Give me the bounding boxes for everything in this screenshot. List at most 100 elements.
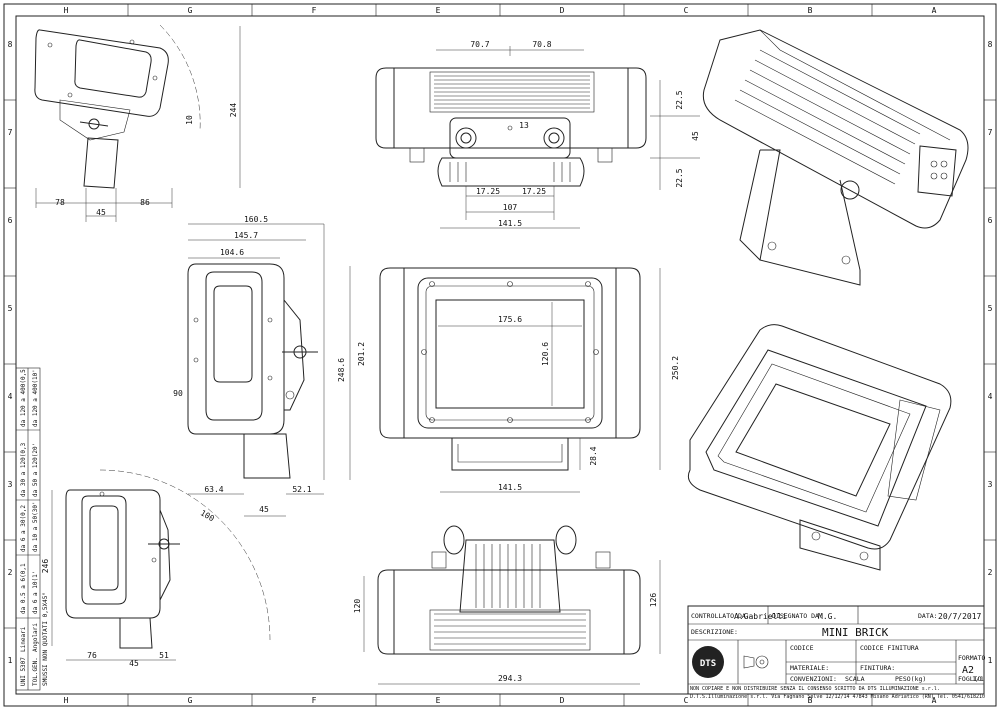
dim-141-5: 141.5 xyxy=(498,483,522,492)
col-letter: G xyxy=(188,6,193,15)
tol-cell: da 10 a 50(30' xyxy=(32,501,39,552)
dim-250-2: 250.2 xyxy=(671,356,680,380)
dts-logo xyxy=(692,646,724,678)
row-number: 3 xyxy=(8,480,13,489)
dim-86: 86 xyxy=(140,198,150,207)
row-number: 7 xyxy=(8,128,13,137)
finitura-label: FINITURA: xyxy=(860,664,895,672)
dim-107: 107 xyxy=(503,203,518,212)
dim-246: 246 xyxy=(41,559,50,574)
row-number: 7 xyxy=(988,128,993,137)
row-number: 1 xyxy=(988,656,993,665)
materiale-label: MATERIALE: xyxy=(790,664,829,672)
dim-76: 76 xyxy=(87,651,97,660)
foglio-value: 1/1 xyxy=(972,675,984,683)
dim-78: 78 xyxy=(55,198,65,207)
col-letter: D xyxy=(560,696,565,705)
dim-45: 45 xyxy=(96,208,106,217)
tol-cell: da 120 a 400(10' xyxy=(32,369,39,427)
row-number: 6 xyxy=(8,216,13,225)
tol-cell: da 50 a 120(20' xyxy=(32,443,39,497)
tol-cell: da 6 a 30(0,2 xyxy=(20,505,27,552)
col-letter: E xyxy=(436,6,441,15)
col-letter: A xyxy=(932,6,937,15)
row-number: 8 xyxy=(988,40,993,49)
dim-120-6: 120.6 xyxy=(541,342,550,366)
col-letter: G xyxy=(188,696,193,705)
dim-28-4: 28.4 xyxy=(589,446,598,465)
col-letter: C xyxy=(684,6,689,15)
col-letter: C xyxy=(684,696,689,705)
dim-10: 10 xyxy=(185,115,194,125)
top-view: 13 70.7 70.8 22.5 45 22.5 17.25 17.25 10… xyxy=(375,40,700,229)
col-letter: A xyxy=(932,696,937,705)
drawing-frame: H G F E D C B A H G F E D C B A 8 7 6 5 … xyxy=(3,3,997,707)
row-number: 3 xyxy=(988,480,993,489)
dim-294-3: 294.3 xyxy=(498,674,522,683)
side-view-mid: 160.5 145.7 104.6 248.6 90 63.4 52.1 45 xyxy=(173,215,351,517)
convenzioni-label: CONVENZIONI: xyxy=(790,675,837,683)
dim-45: 45 xyxy=(129,659,139,668)
col-letter: E xyxy=(436,696,441,705)
tol-cell: da 30 a 120(0,3 xyxy=(20,442,27,497)
tol-cell: da 0.5 a 6(0,1 xyxy=(20,563,27,614)
col-letter: B xyxy=(808,696,813,705)
tol-cell: da 120 a 400(0,5 xyxy=(20,369,27,427)
foglio-label: FOGLIO xyxy=(958,675,982,683)
dim-104-6: 104.6 xyxy=(220,248,244,257)
row-number: 2 xyxy=(988,568,993,577)
tol-label: TOL.GEN. xyxy=(32,657,39,686)
bottom-view: 120 126 294.3 xyxy=(353,525,661,685)
peso-label: PESO(kg) xyxy=(895,675,926,683)
dim-244: 244 xyxy=(229,103,238,118)
disegnato-label: DISEGNATO DA: xyxy=(772,612,823,620)
copyright-notice: NON COPIARE E NON DISTRIBUIRE SENZA IL C… xyxy=(690,686,940,692)
dim-90: 90 xyxy=(173,389,183,398)
tol-label: Lineari xyxy=(20,626,27,652)
dim-63-4: 63.4 xyxy=(204,485,223,494)
row-number: 5 xyxy=(988,304,993,313)
row-number: 6 xyxy=(988,216,993,225)
dim-126: 126 xyxy=(649,593,658,608)
row-number: 5 xyxy=(8,304,13,313)
dim-13: 13 xyxy=(519,121,529,130)
tol-label: Angolari xyxy=(32,623,39,652)
isometric-view-1 xyxy=(702,29,969,286)
dim-248-6: 248.6 xyxy=(337,358,346,382)
dim-17-25: 17.25 xyxy=(476,187,500,196)
data-label: DATA: xyxy=(918,612,938,620)
isometric-view-2 xyxy=(687,324,952,571)
codice-label: CODICE xyxy=(790,644,814,652)
side-view-top: 244 10 78 45 86 xyxy=(34,24,241,222)
dim-201-2: 201.2 xyxy=(357,342,366,366)
row-number: 4 xyxy=(988,392,993,401)
title-block: CONTROLLATO DA: A.Gabrielli DISEGNATO DA… xyxy=(687,605,985,700)
col-letter: H xyxy=(64,6,69,15)
data-value: 20/7/2017 xyxy=(938,612,982,621)
disegnato-value: M.G. xyxy=(818,612,837,621)
controllato-label: CONTROLLATO DA: xyxy=(691,612,750,620)
dim-45: 45 xyxy=(691,131,700,141)
col-letter: D xyxy=(560,6,565,15)
dim-70-8: 70.8 xyxy=(532,40,551,49)
dim-120: 120 xyxy=(353,599,362,614)
row-number: 2 xyxy=(8,568,13,577)
dim-160-5: 160.5 xyxy=(244,215,268,224)
scala-label: SCALA xyxy=(845,675,865,683)
dim-45: 45 xyxy=(259,505,269,514)
dim-17-25: 17.25 xyxy=(522,187,546,196)
col-letter: F xyxy=(312,6,317,15)
codice-finitura-label: CODICE FINITURA xyxy=(860,644,919,652)
descrizione-value: MINI BRICK xyxy=(822,626,889,639)
tol-cell: da 6 a 10(1' xyxy=(32,571,39,614)
dim-22-5: 22.5 xyxy=(675,168,684,187)
row-number: 4 xyxy=(8,392,13,401)
dim-70-7: 70.7 xyxy=(470,40,489,49)
formato-value: A2 xyxy=(962,665,974,676)
company-address: D.T.S.Illuminazione s.r.l. Via Fagnano S… xyxy=(690,694,985,700)
dim-52-1: 52.1 xyxy=(292,485,311,494)
tolerance-table: UNI 5307 TOL.GEN. Lineari Angolari SMUSS… xyxy=(15,367,49,691)
dim-22-5: 22.5 xyxy=(675,90,684,109)
col-letter: B xyxy=(808,6,813,15)
